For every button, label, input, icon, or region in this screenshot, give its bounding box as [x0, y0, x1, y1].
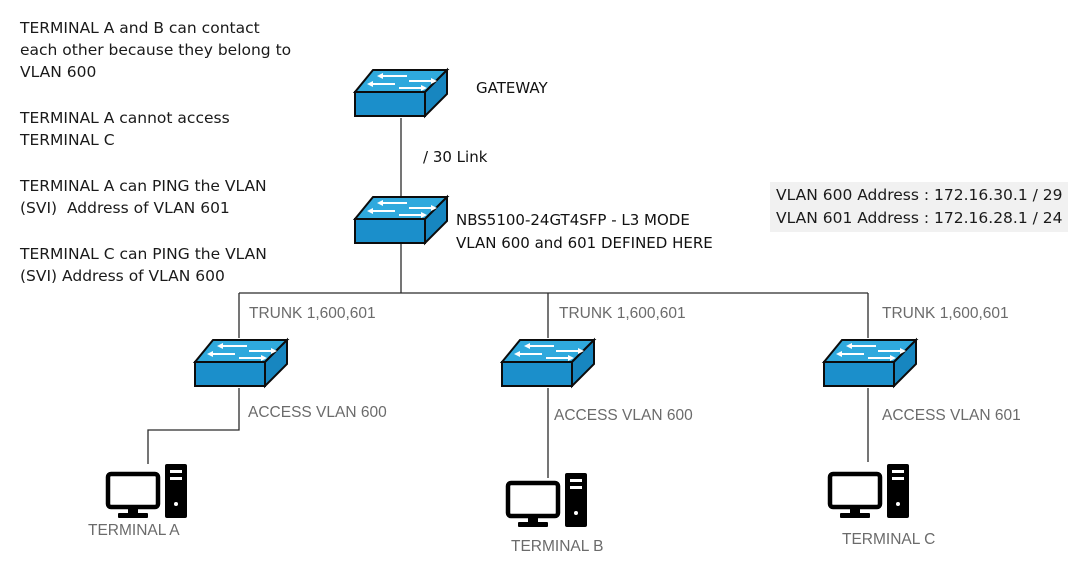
note-line: each other because they belong to	[20, 41, 292, 59]
vlan-address-box: VLAN 600 Address : 172.16.30.1 / 29 VLAN…	[770, 182, 1068, 232]
vlan-600-address: VLAN 600 Address : 172.16.30.1 / 29	[776, 186, 1063, 204]
terminal-b-label: TERMINAL B	[511, 538, 604, 555]
access-label-b: ACCESS VLAN 600	[554, 407, 693, 424]
terminal-c-icon	[830, 464, 909, 518]
trunk-label-a: TRUNK 1,600,601	[249, 305, 376, 322]
connection-lines	[147, 118, 869, 478]
note-line: (SVI) Address of VLAN 601	[20, 199, 230, 217]
trunk-label-c: TRUNK 1,600,601	[882, 305, 1009, 322]
core-switch-icon	[354, 196, 448, 244]
terminal-b-icon	[508, 473, 587, 527]
gateway-switch-icon	[354, 69, 448, 117]
note-a-c-access: TERMINAL A cannot access TERMINAL C	[20, 107, 230, 151]
access-switch-c-icon	[823, 339, 917, 387]
terminal-c-label: TERMINAL C	[842, 531, 936, 548]
gateway-label: GATEWAY	[476, 79, 548, 97]
note-line: TERMINAL A can PING the VLAN	[20, 177, 267, 195]
note-c-ping: TERMINAL C can PING the VLAN (SVI) Addre…	[20, 243, 267, 287]
core-switch-line1: NBS5100-24GT4SFP - L3 MODE	[456, 211, 690, 229]
note-line: (SVI) Address of VLAN 600	[20, 267, 225, 285]
note-line: TERMINAL C	[20, 131, 115, 149]
terminal-a-label: TERMINAL A	[88, 522, 180, 539]
terminal-a-icon	[108, 464, 187, 518]
note-line: TERMINAL A cannot access	[20, 109, 230, 127]
access-switch-b-icon	[501, 339, 595, 387]
access-switch-a-icon	[194, 339, 288, 387]
core-switch-line2: VLAN 600 and 601 DEFINED HERE	[456, 234, 713, 252]
trunk-label-b: TRUNK 1,600,601	[559, 305, 686, 322]
note-line: VLAN 600	[20, 63, 97, 81]
core-switch-label: NBS5100-24GT4SFP - L3 MODE VLAN 600 and …	[456, 209, 713, 255]
vlan-601-address: VLAN 601 Address : 172.16.28.1 / 24	[776, 209, 1063, 227]
note-a-ping: TERMINAL A can PING the VLAN (SVI) Addre…	[20, 175, 267, 219]
note-ab-contact: TERMINAL A and B can contact each other …	[20, 17, 291, 83]
access-label-c: ACCESS VLAN 601	[882, 407, 1021, 424]
uplink-label: / 30 Link	[423, 148, 488, 166]
note-line: TERMINAL C can PING the VLAN	[20, 245, 267, 263]
note-line: TERMINAL A and B can contact	[20, 19, 260, 37]
access-label-a: ACCESS VLAN 600	[248, 404, 387, 421]
